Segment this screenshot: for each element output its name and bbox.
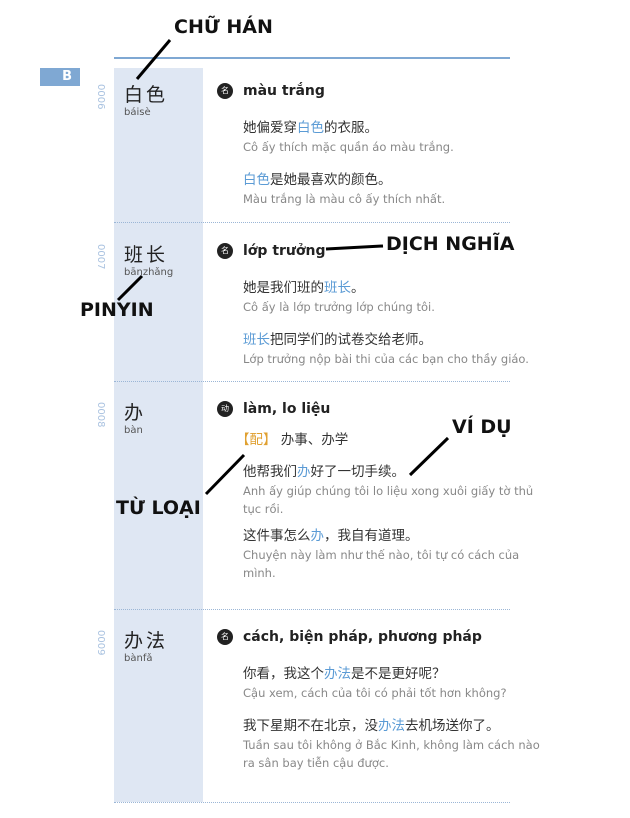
- top-rule: [114, 57, 510, 59]
- example: 这件事怎么办，我自有道理。 Chuyện này làm như thế nào…: [243, 526, 543, 582]
- example: 他帮我们办好了一切手续。 Anh ấy giúp chúng tôi lo li…: [243, 462, 543, 518]
- meaning-text: lớp trưởng: [243, 243, 326, 259]
- text: 是她最喜欢的颜色。: [270, 172, 392, 188]
- divider: [114, 609, 510, 610]
- example: 你看，我这个办法是不是更好呢？ Cậu xem, cách của tôi có…: [243, 664, 543, 702]
- highlighted-word: 白色: [243, 172, 270, 188]
- highlighted-word: 班长: [324, 280, 351, 296]
- example-translation: Chuyện này làm như thế nào, tôi tự có cá…: [243, 548, 520, 580]
- meaning-text: cách, biện pháp, phương pháp: [243, 629, 482, 645]
- meaning-text: làm, lo liệu: [243, 401, 331, 417]
- text: ，我自有道理。: [324, 528, 419, 544]
- divider: [114, 222, 510, 223]
- annotation-vi-du: VÍ DỤ: [452, 416, 512, 438]
- highlighted-word: 办法: [324, 666, 351, 682]
- pinyin: bàn: [124, 425, 143, 436]
- section-badge: B: [40, 68, 80, 86]
- part-of-speech-badge: 动: [217, 401, 233, 417]
- headword: 办法: [124, 630, 169, 652]
- highlighted-word: 班长: [243, 332, 270, 348]
- meaning: 动 làm, lo liệu: [217, 401, 330, 417]
- example-translation: Cô ấy thích mặc quần áo màu trắng.: [243, 140, 454, 154]
- example-translation: Cậu xem, cách của tôi có phải tốt hơn kh…: [243, 686, 507, 700]
- headword: 白色: [124, 84, 169, 106]
- highlighted-word: 办: [310, 528, 325, 544]
- annotation-tu-loai: TỪ LOẠI: [116, 497, 201, 519]
- text: 。: [351, 280, 365, 296]
- text: 把同学们的试卷交给老师。: [270, 332, 432, 348]
- annotation-chu-han: CHỮ HÁN: [174, 16, 273, 38]
- pinyin: bànfǎ: [124, 653, 153, 664]
- example: 她是我们班的班长。 Cô ấy là lớp trưởng lớp chúng …: [243, 278, 543, 316]
- highlighted-word: 办: [297, 464, 311, 480]
- example-translation: Màu trắng là màu cô ấy thích nhất.: [243, 192, 446, 206]
- example-translation: Cô ấy là lớp trưởng lớp chúng tôi.: [243, 300, 435, 314]
- text: 他帮我们: [243, 464, 297, 480]
- highlighted-word: 办法: [378, 718, 405, 734]
- collocation: 【配】 办事、办学: [236, 430, 536, 450]
- example-translation: Tuần sau tôi không ở Bắc Kinh, không làm…: [243, 738, 540, 770]
- part-of-speech-badge: 名: [217, 243, 233, 259]
- headword: 办: [124, 402, 147, 424]
- meaning: 名 lớp trưởng: [217, 243, 325, 259]
- example-chinese: 你看，我这个办法是不是更好呢？: [243, 664, 543, 684]
- divider: [114, 381, 510, 382]
- highlighted-word: 白色: [297, 120, 324, 136]
- example-chinese: 她是我们班的班长。: [243, 278, 543, 298]
- pinyin: báisè: [124, 107, 151, 118]
- example-chinese: 他帮我们办好了一切手续。: [243, 462, 543, 482]
- collocation-tag: 【配】: [236, 432, 277, 448]
- meaning: 名 cách, biện pháp, phương pháp: [217, 629, 482, 645]
- example: 她偏爱穿白色的衣服。 Cô ấy thích mặc quần áo màu t…: [243, 118, 543, 156]
- part-of-speech-badge: 名: [217, 83, 233, 99]
- annotation-dich-nghia: DỊCH NGHĨA: [386, 233, 515, 255]
- text: 好了一切手续。: [310, 464, 406, 480]
- text: 这件事怎么: [243, 528, 311, 544]
- text: 我下星期不在北京，没: [243, 718, 378, 734]
- example-chinese: 这件事怎么办，我自有道理。: [243, 526, 543, 546]
- example: 我下星期不在北京，没办法去机场送你了。 Tuần sau tôi không ở…: [243, 716, 543, 772]
- example-chinese: 她偏爱穿白色的衣服。: [243, 118, 543, 138]
- text: 的衣服。: [324, 120, 378, 136]
- annotation-pinyin: PINYIN: [80, 299, 154, 321]
- headword: 班长: [124, 244, 169, 266]
- text: 去机场送你了。: [405, 718, 500, 734]
- meaning: 名 màu trắng: [217, 83, 325, 99]
- text: 你看，我这个: [243, 666, 324, 682]
- divider: [114, 802, 510, 803]
- text: 是不是更好呢？: [351, 666, 446, 682]
- part-of-speech-badge: 名: [217, 629, 233, 645]
- text: 她偏爱穿: [243, 120, 297, 136]
- example: 班长把同学们的试卷交给老师。 Lớp trưởng nộp bài thi củ…: [243, 330, 543, 368]
- example-translation: Lớp trưởng nộp bài thi của các bạn cho t…: [243, 352, 529, 366]
- text: 她是我们班的: [243, 280, 324, 296]
- pinyin: bānzhǎng: [124, 267, 174, 278]
- example-translation: Anh ấy giúp chúng tôi lo liệu xong xuôi …: [243, 484, 534, 516]
- example: 白色是她最喜欢的颜色。 Màu trắng là màu cô ấy thích…: [243, 170, 543, 208]
- example-chinese: 班长把同学们的试卷交给老师。: [243, 330, 543, 350]
- collocation-text: 办事、办学: [280, 432, 349, 448]
- example-chinese: 我下星期不在北京，没办法去机场送你了。: [243, 716, 543, 736]
- meaning-text: màu trắng: [243, 83, 325, 99]
- headword-column: [114, 68, 203, 802]
- example-chinese: 白色是她最喜欢的颜色。: [243, 170, 543, 190]
